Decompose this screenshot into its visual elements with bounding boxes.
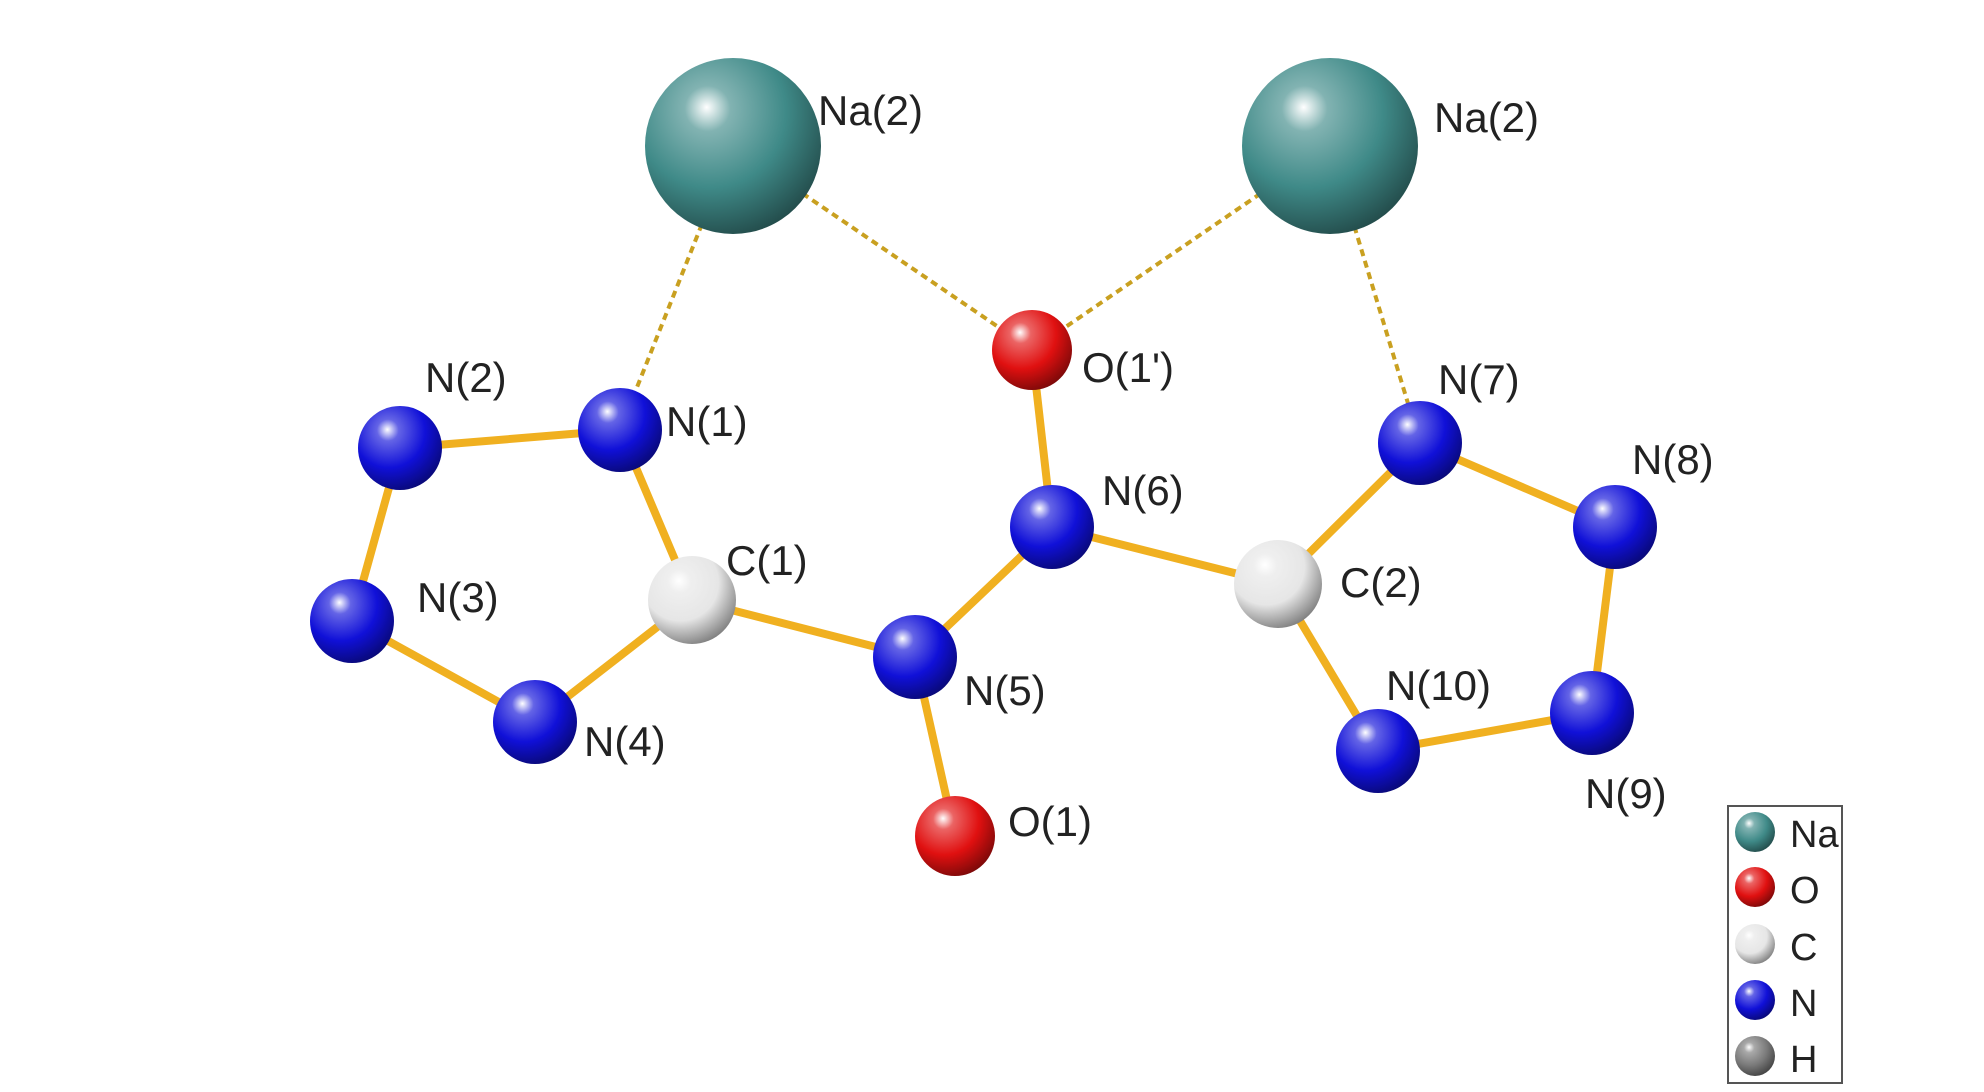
atom-label-o1: O(1)	[1008, 798, 1092, 845]
atom-label-o1p: O(1')	[1082, 344, 1174, 391]
atom-label-n1: N(1)	[666, 398, 748, 445]
legend-swatch-c	[1735, 924, 1775, 964]
atom-label-na2b: Na(2)	[1434, 94, 1539, 141]
atoms-layer	[310, 58, 1657, 876]
atom-n4	[493, 680, 577, 764]
atom-n8	[1573, 485, 1657, 569]
atom-label-n7: N(7)	[1438, 356, 1520, 403]
atom-n7	[1378, 401, 1462, 485]
legend-label-c: C	[1790, 927, 1817, 969]
atom-label-n6: N(6)	[1102, 467, 1184, 514]
atom-label-c2: C(2)	[1340, 559, 1422, 606]
atom-n10	[1336, 709, 1420, 793]
legend-label-na: Na	[1790, 814, 1839, 856]
atom-o1	[915, 796, 995, 876]
legend-label-o: O	[1790, 870, 1820, 912]
atom-label-n8: N(8)	[1632, 436, 1714, 483]
atom-c1	[648, 556, 736, 644]
legend-label-n: N	[1790, 983, 1817, 1025]
atom-label-na2a: Na(2)	[818, 87, 923, 134]
atom-label-n5: N(5)	[964, 667, 1046, 714]
atom-na2a	[645, 58, 821, 234]
atom-o1p	[992, 310, 1072, 390]
atom-label-n4: N(4)	[584, 718, 666, 765]
labels-layer: Na(2) Na(2) O(1') O(1) N(1) N(2) N(3) N(4) N(5) N…	[417, 87, 1714, 845]
legend-swatch-n	[1735, 980, 1775, 1020]
legend-label-h: H	[1790, 1039, 1817, 1081]
atom-label-c1: C(1)	[726, 537, 808, 584]
atom-na2b	[1242, 58, 1418, 234]
atom-n3	[310, 579, 394, 663]
atom-label-n10: N(10)	[1386, 662, 1491, 709]
legend-swatch-na	[1735, 812, 1775, 852]
atom-label-n3: N(3)	[417, 574, 499, 621]
atom-n2	[358, 406, 442, 490]
atom-label-n9: N(9)	[1585, 770, 1667, 817]
legend-swatch-o	[1735, 867, 1775, 907]
legend-swatch-h	[1735, 1036, 1775, 1076]
atom-n9	[1550, 671, 1634, 755]
atom-n6	[1010, 485, 1094, 569]
atom-n5	[873, 615, 957, 699]
atom-label-n2: N(2)	[425, 354, 507, 401]
atom-n1	[578, 388, 662, 472]
atom-c2	[1234, 540, 1322, 628]
